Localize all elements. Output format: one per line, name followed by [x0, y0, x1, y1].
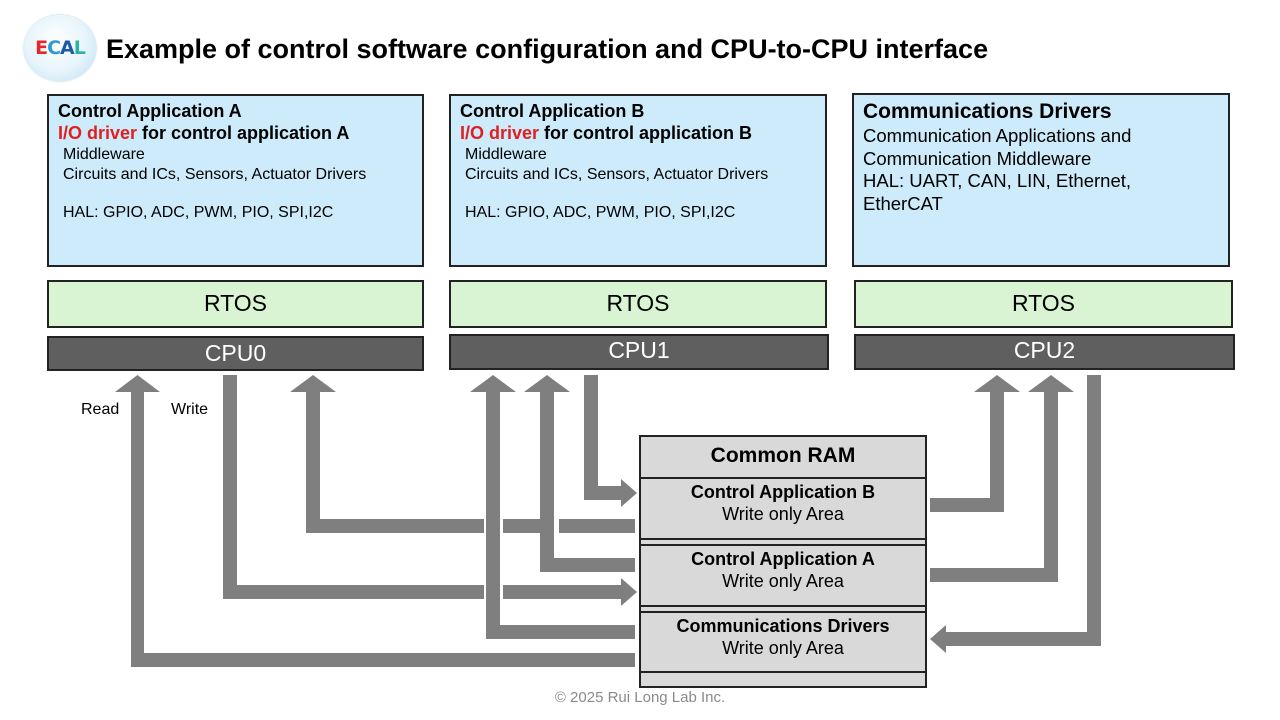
ram-section-comm-name: Communications Drivers	[676, 616, 890, 636]
ram-section-app-a-sub: Write only Area	[722, 571, 844, 591]
rtos-box-0: RTOS	[47, 280, 424, 328]
app-a-driver-highlight: I/O driver	[58, 123, 138, 143]
app-b-circuits: Circuits and ICs, Sensors, Actuator Driv…	[465, 165, 769, 183]
arrow-cpu2-read-a	[930, 392, 1058, 582]
arrow-cpu0-write-a-head	[621, 578, 637, 606]
app-a-circuits: Circuits and ICs, Sensors, Actuator Driv…	[63, 165, 367, 183]
arrow-cpu0-write-a	[223, 375, 484, 599]
write-label: Write	[171, 401, 209, 418]
arrow-cpu1-read-a	[540, 392, 635, 572]
app-a-title: Control Application A	[58, 101, 242, 121]
arrow-cpu2-write-comm-head	[930, 625, 946, 653]
cpu0-box: CPU0	[47, 336, 424, 371]
arrow-cpu0-read-b	[306, 392, 484, 533]
arrow-cpu2-read-b	[930, 392, 1004, 512]
arrow-cpu0-read-b-head	[290, 375, 336, 392]
rtos-box-2: RTOS	[854, 280, 1233, 328]
app-b-hal: HAL: GPIO, ADC, PWM, PIO, SPI,I2C	[465, 204, 736, 221]
comm-drivers-box: Communications Drivers Communication App…	[852, 93, 1230, 267]
ram-section-app-b: Control Application B Write only Area	[639, 477, 927, 540]
arrow-cpu1-read-a-head	[524, 375, 570, 392]
ram-section-app-a: Control Application A Write only Area	[639, 544, 927, 607]
app-a-hal: HAL: GPIO, ADC, PWM, PIO, SPI,I2C	[63, 204, 334, 221]
arrow-cpu1-read-comm	[486, 392, 635, 639]
app-b-driver-rest: for control application B	[539, 123, 753, 143]
arrow-cpu0-read-comm-head	[115, 375, 160, 392]
ram-section-app-b-sub: Write only Area	[722, 504, 844, 524]
arrow-cpu2-read-a-head	[1028, 375, 1074, 392]
comm-line-4: EtherCAT	[863, 192, 943, 214]
app-b-middleware: Middleware	[465, 146, 547, 163]
ram-section-comm-sub: Write only Area	[722, 638, 844, 658]
app-b-box: Control Application B I/O driver for con…	[449, 94, 827, 267]
comm-line-2: Communication Middleware	[863, 147, 1092, 169]
copyright-footer: © 2025 Rui Long Lab Inc.	[554, 689, 726, 706]
app-b-driver: I/O driver for control application B	[460, 122, 816, 145]
ram-bottom-section	[639, 671, 927, 688]
ecal-logo: ECAL	[24, 15, 96, 81]
app-a-middleware: Middleware	[63, 146, 145, 163]
arrow-cpu2-read-b-head	[974, 375, 1020, 392]
app-b-title: Control Application B	[460, 101, 645, 121]
ram-section-comm: Communications Drivers Write only Area	[639, 611, 927, 673]
app-a-box: Control Application A I/O driver for con…	[47, 94, 424, 267]
arrow-cpu1-write-b-head	[621, 479, 637, 507]
cpu1-box: CPU1	[449, 334, 829, 370]
comm-title: Communications Drivers	[863, 100, 1112, 123]
ram-section-app-a-name: Control Application A	[691, 549, 875, 569]
comm-line-3: HAL: UART, CAN, LIN, Ethernet,	[863, 170, 1132, 191]
read-label: Read	[81, 401, 120, 418]
cpu2-box: CPU2	[854, 334, 1235, 370]
arrow-cpu1-write-b	[584, 375, 621, 500]
slide-title: Example of control software configuratio…	[106, 34, 989, 64]
app-a-driver-rest: for control application A	[137, 123, 350, 143]
comm-line-1: Communication Applications and	[863, 125, 1132, 146]
app-b-driver-highlight: I/O driver	[460, 123, 540, 143]
app-a-driver: I/O driver for control application A	[58, 122, 413, 145]
rtos-box-1: RTOS	[449, 280, 827, 328]
arrow-cpu1-read-comm-head	[470, 375, 516, 392]
common-ram-title: Common RAM	[710, 444, 856, 467]
ram-section-app-b-name: Control Application B	[690, 482, 876, 502]
common-ram-title-box: Common RAM	[639, 435, 927, 479]
